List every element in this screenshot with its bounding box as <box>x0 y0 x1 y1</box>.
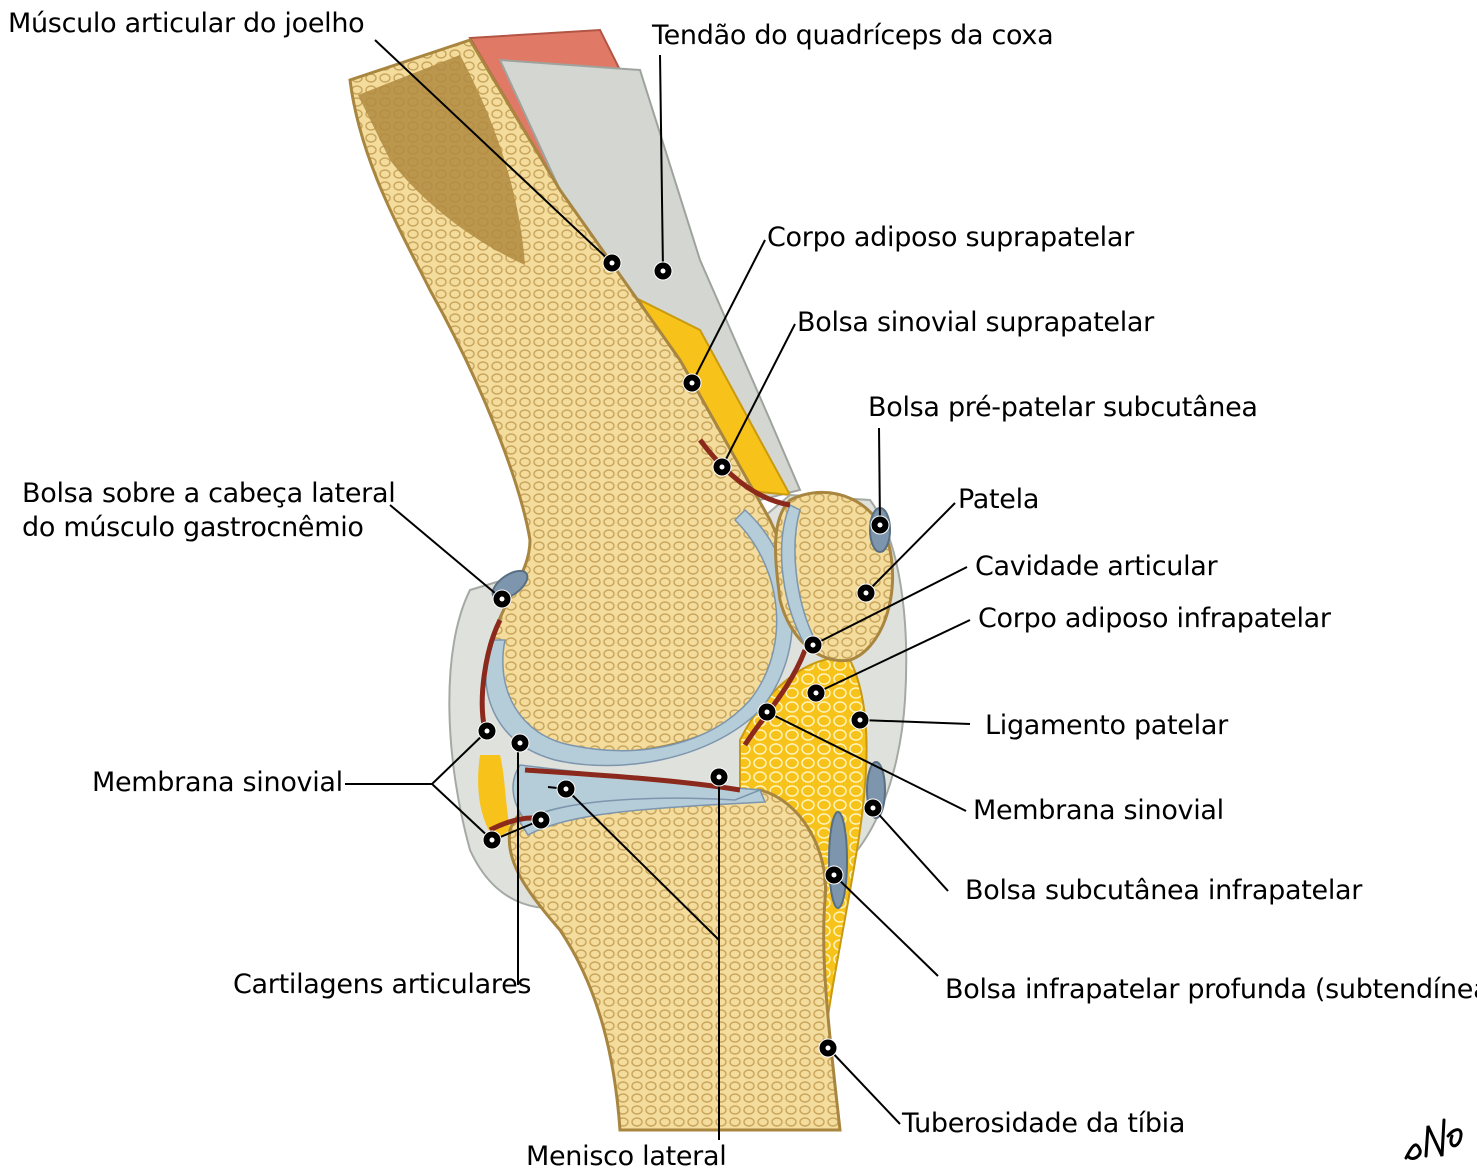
label-musculo-articular: Músculo articular do joelho <box>8 8 364 40</box>
label-menisco-lateral: Menisco lateral <box>526 1141 726 1173</box>
deep-infrapatellar-bursa <box>829 812 847 908</box>
label-tuberosidade-tibia: Tuberosidade da tíbia <box>902 1108 1185 1140</box>
leader-bolsa-subcutanea <box>873 808 948 891</box>
label-bolsa-gastrocnemio-line2: do músculo gastrocnêmio <box>22 512 364 544</box>
tibia <box>509 790 840 1130</box>
label-ligamento-patelar: Ligamento patelar <box>985 710 1228 742</box>
label-patela: Patela <box>958 484 1039 516</box>
label-bolsa-subcutanea-infrapatelar: Bolsa subcutânea infrapatelar <box>965 875 1362 907</box>
leader-bolsa-gastrocnemio <box>390 505 502 599</box>
label-cartilagens-articulares: Cartilagens articulares <box>233 969 531 1001</box>
leader-bolsa-prepatelar <box>879 428 880 525</box>
label-cavidade-articular: Cavidade articular <box>975 551 1217 583</box>
label-bolsa-prepatelar: Bolsa pré-patelar subcutânea <box>868 392 1258 424</box>
label-corpo-adiposo-suprapatelar: Corpo adiposo suprapatelar <box>767 222 1134 254</box>
label-bolsa-sinovial-suprapatelar: Bolsa sinovial suprapatelar <box>797 307 1154 339</box>
label-membrana-sinovial-left: Membrana sinovial <box>92 767 343 799</box>
label-membrana-sinovial-right: Membrana sinovial <box>973 795 1224 827</box>
artist-signature <box>1398 1106 1472 1170</box>
label-tendao-quadriceps: Tendão do quadríceps da coxa <box>652 20 1053 52</box>
label-corpo-adiposo-infrapatelar: Corpo adiposo infrapatelar <box>978 603 1331 635</box>
leader-bolsa-profunda <box>834 875 938 976</box>
label-bolsa-gastrocnemio-line1: Bolsa sobre a cabeça lateral <box>22 478 395 510</box>
label-bolsa-infrapatelar-profunda: Bolsa infrapatelar profunda (subtendínea… <box>945 974 1477 1006</box>
